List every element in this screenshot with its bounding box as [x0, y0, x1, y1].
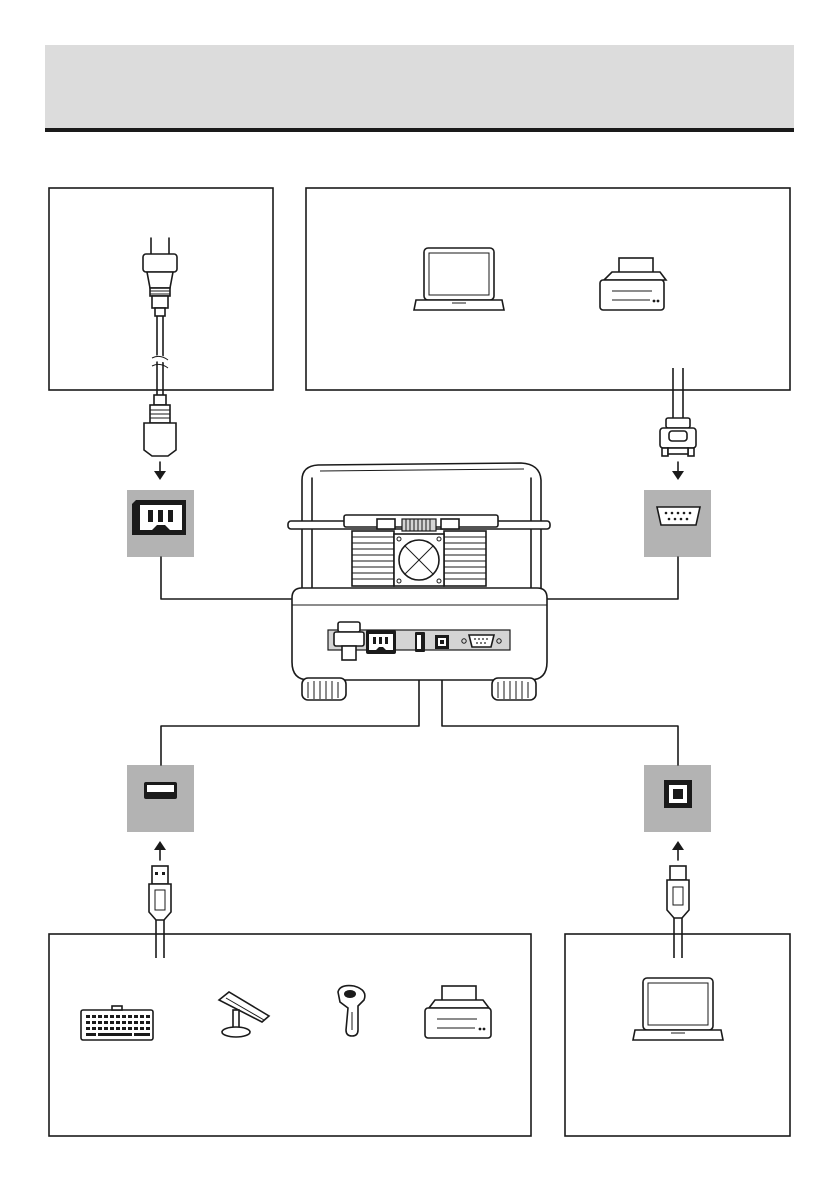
usb-a-plug-icon [149, 866, 171, 920]
arrow-up-usb-a [154, 841, 166, 860]
laptop-icon [414, 248, 504, 310]
usb-b-plug-icon [667, 866, 689, 918]
usb-a-socket-icon [127, 765, 194, 832]
arrow-down-rs232 [672, 462, 684, 480]
keyboard-icon [81, 1006, 153, 1040]
rs232-devices-frame [306, 188, 790, 390]
balance-device [288, 463, 550, 700]
iec-connector-icon [144, 395, 176, 456]
rs232-connector-icon [660, 418, 696, 456]
arrow-up-usb-b [672, 841, 684, 860]
arrow-down-power [154, 462, 166, 480]
iec-power-socket-icon [127, 490, 194, 557]
laptop-icon [633, 978, 723, 1040]
rs232-socket-icon [644, 490, 711, 557]
usb-b-socket-icon [644, 765, 711, 832]
